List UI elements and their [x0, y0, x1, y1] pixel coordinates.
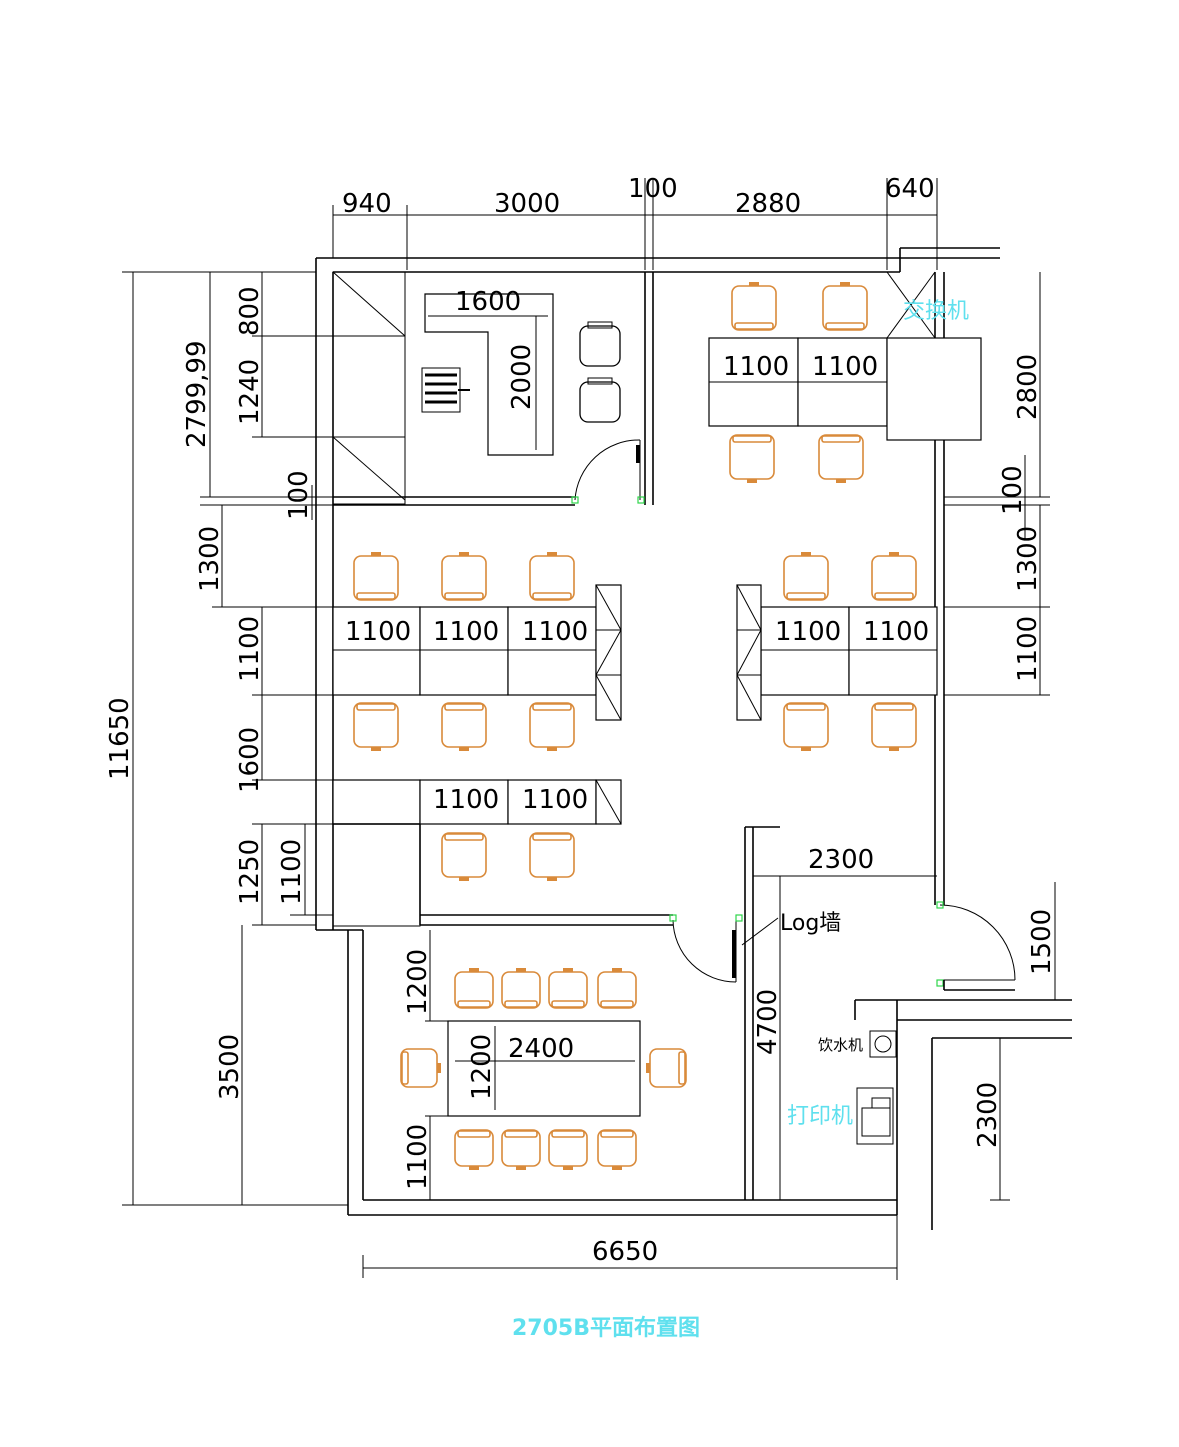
dim-left-1250: 1250	[235, 839, 265, 905]
chair	[871, 552, 917, 601]
guest-chair-1	[579, 321, 621, 367]
logo-wall-label: Log墙	[780, 911, 841, 936]
chair	[454, 1129, 494, 1170]
chair	[597, 968, 637, 1009]
chair	[353, 552, 399, 601]
dim-left-3500: 3500	[215, 1034, 245, 1100]
dim-top-640: 640	[885, 174, 935, 204]
dim-right-100: 100	[998, 465, 1028, 515]
dim-top-2880: 2880	[735, 189, 801, 219]
printer	[856, 1087, 894, 1145]
dims-left	[122, 271, 448, 1206]
chair	[871, 702, 917, 751]
chair	[783, 552, 829, 601]
dim-left-11650: 11650	[105, 697, 135, 780]
dim-desk-l4: 1100	[433, 785, 499, 815]
dim-top-100: 100	[628, 174, 678, 204]
chair	[822, 282, 868, 331]
chair	[400, 1048, 441, 1088]
dim-right-2300: 2300	[973, 1082, 1003, 1148]
chair	[441, 832, 487, 881]
dim-meeting-top-gap: 1200	[403, 949, 433, 1015]
chair	[529, 832, 575, 881]
dim-meeting-width: 2400	[508, 1034, 574, 1064]
chair	[731, 282, 777, 331]
chair	[818, 434, 864, 483]
dim-desk-tr1: 1100	[723, 352, 789, 382]
top-right-workstations	[708, 271, 982, 441]
chair	[441, 702, 487, 751]
switch-label: 交换机	[903, 299, 969, 324]
dim-meeting-bottom-gap: 1100	[403, 1124, 433, 1190]
dims-top	[332, 178, 938, 270]
dim-left-1300: 1300	[195, 526, 225, 592]
dim-left-1600: 1600	[235, 727, 265, 793]
dim-meeting-depth: 1200	[467, 1034, 497, 1100]
dim-desk-r1: 1100	[775, 617, 841, 647]
dim-left-1100: 1100	[235, 616, 265, 682]
dim-top-3000: 3000	[494, 189, 560, 219]
dim-desk-l2: 1100	[433, 617, 499, 647]
left-workstations	[332, 584, 622, 825]
manager-office	[332, 271, 654, 506]
partitions	[332, 823, 1072, 1280]
dim-desk-tr2: 1100	[812, 352, 878, 382]
dim-left-800: 800	[235, 286, 265, 336]
switch-cabinet	[886, 337, 982, 441]
chair	[529, 552, 575, 601]
chair	[646, 1048, 687, 1088]
dim-mid-4700: 4700	[753, 989, 783, 1055]
dim-desk-l5: 1100	[522, 785, 588, 815]
office-chair	[421, 367, 470, 413]
dim-top-940: 940	[342, 189, 392, 219]
water-dispenser	[869, 1030, 897, 1058]
right-workstations	[736, 584, 938, 721]
chair	[783, 702, 829, 751]
chair	[441, 552, 487, 601]
chair	[501, 1129, 541, 1170]
dim-left-1100b: 1100	[277, 839, 307, 905]
dim-left-2799: 2799,99	[182, 340, 212, 448]
chair	[729, 434, 775, 483]
dim-desk-depth: 2000	[507, 344, 537, 410]
chair	[548, 1129, 588, 1170]
dim-desk-width: 1600	[455, 287, 521, 317]
dim-desk-l3: 1100	[522, 617, 588, 647]
dims-right	[944, 272, 1056, 1201]
dim-right-1300: 1300	[1013, 526, 1043, 592]
chairs	[353, 282, 917, 1170]
dim-desk-l1: 1100	[345, 617, 411, 647]
guest-chair-2	[579, 377, 621, 423]
dim-desk-r2: 1100	[863, 617, 929, 647]
dim-right-1100: 1100	[1013, 616, 1043, 682]
chair	[501, 968, 541, 1009]
cabinet	[332, 271, 406, 505]
meeting-table	[447, 1020, 641, 1117]
dim-left-100: 100	[284, 470, 314, 520]
meeting-room	[447, 1020, 641, 1117]
dim-mid-2300: 2300	[808, 845, 874, 875]
water-label: 饮水机	[818, 1036, 863, 1054]
dim-right-1500: 1500	[1027, 909, 1057, 975]
dim-right-2800: 2800	[1013, 354, 1043, 420]
chair	[548, 968, 588, 1009]
chair	[597, 1129, 637, 1170]
chair	[353, 702, 399, 751]
chair	[529, 702, 575, 751]
chair	[454, 968, 494, 1009]
dim-bottom-6650: 6650	[592, 1237, 658, 1267]
dim-left-1240: 1240	[235, 359, 265, 425]
plan-title: 2705B平面布置图	[512, 1315, 700, 1341]
manager-desk	[424, 293, 554, 456]
printer-label: 打印机	[787, 1104, 853, 1129]
